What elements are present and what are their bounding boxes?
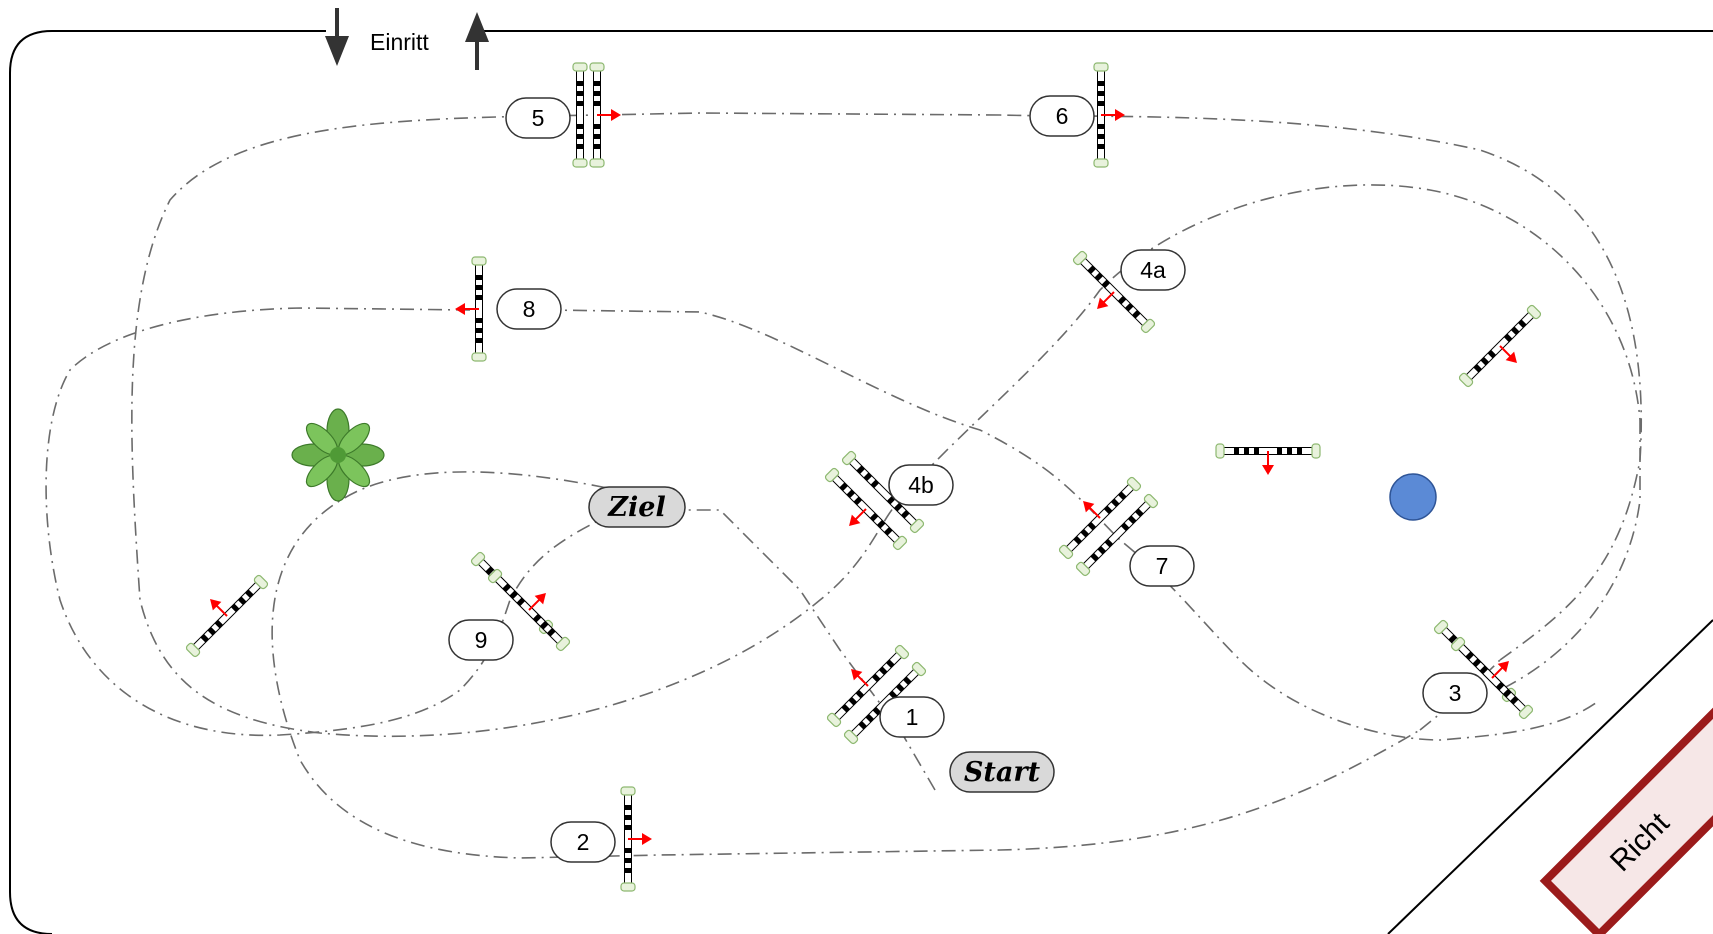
entrance: Einritt <box>325 8 489 70</box>
obstacle-unnumbered-right <box>1457 303 1543 389</box>
start-badge: Start <box>949 751 1055 793</box>
badge-9: 9 <box>448 619 514 661</box>
badge-4b: 4b <box>888 464 954 506</box>
svg-text:1: 1 <box>906 704 919 730</box>
obstacle-unnumbered-left <box>184 573 270 659</box>
arena-boundary <box>9 30 1713 934</box>
plant-icon <box>291 408 385 502</box>
badge-7: 7 <box>1129 545 1195 587</box>
svg-text:5: 5 <box>532 105 545 131</box>
badge-1: 1 <box>879 696 945 738</box>
svg-text:Ziel: Ziel <box>607 492 665 523</box>
badge-8: 8 <box>496 288 562 330</box>
svg-text:3: 3 <box>1449 680 1462 706</box>
svg-text:6: 6 <box>1056 103 1069 129</box>
svg-text:4b: 4b <box>908 472 934 498</box>
obstacle-8 <box>454 256 487 362</box>
finish-badge: Ziel <box>588 486 686 528</box>
obstacle-5 <box>572 62 622 168</box>
obstacle-6 <box>1093 62 1126 168</box>
badge-4a: 4a <box>1120 249 1186 291</box>
svg-text:9: 9 <box>475 627 488 653</box>
svg-text:7: 7 <box>1156 553 1169 579</box>
svg-text:Start: Start <box>964 757 1041 788</box>
svg-text:8: 8 <box>523 296 536 322</box>
arrow-up-icon <box>465 12 489 70</box>
badge-5: 5 <box>505 97 571 139</box>
number-badges: 5 6 4a 8 4b 7 9 1 <box>448 95 1488 863</box>
badge-3: 3 <box>1422 672 1488 714</box>
svg-text:2: 2 <box>577 829 590 855</box>
arrow-down-icon <box>325 8 349 66</box>
corner-sign: Richt <box>1539 691 1713 934</box>
badge-2: 2 <box>550 821 616 863</box>
obstacle-2 <box>620 786 653 892</box>
blue-circle-marker <box>1389 473 1437 521</box>
obstacle-unnumbered-horizontal <box>1215 443 1321 476</box>
badge-6: 6 <box>1029 95 1095 137</box>
svg-text:4a: 4a <box>1140 257 1166 283</box>
entrance-label: Einritt <box>370 29 429 55</box>
